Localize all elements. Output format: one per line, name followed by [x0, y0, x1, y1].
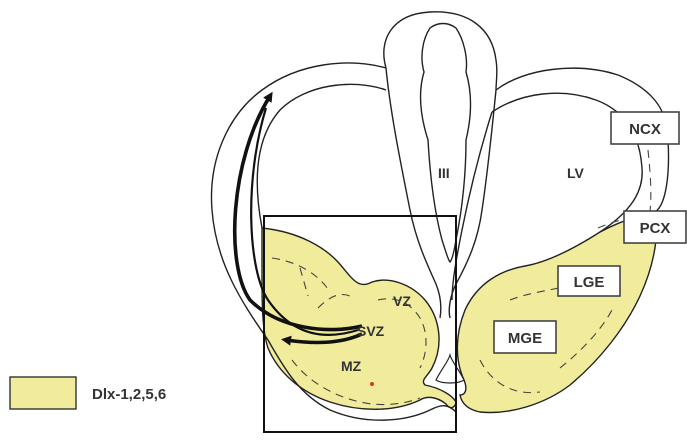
lge-label: LGE: [574, 274, 605, 291]
third-ventricle-label: III: [438, 165, 450, 181]
vz-label: VZ: [393, 293, 411, 309]
legend-label: Dlx-1,2,5,6: [92, 386, 166, 403]
pcx-label-box: PCX: [624, 211, 686, 243]
left-ganglionic-eminence-region: [262, 228, 456, 409]
legend: Dlx-1,2,5,6: [10, 377, 166, 409]
legend-swatch: [10, 377, 76, 409]
mge-label: MGE: [508, 330, 542, 347]
mz-label: MZ: [341, 358, 362, 374]
ncx-label-box: NCX: [611, 112, 679, 144]
ncx-label: NCX: [629, 121, 661, 138]
pcx-label: PCX: [640, 220, 671, 237]
left-ventricle-wall: [257, 84, 386, 228]
svz-label: SVZ: [357, 323, 385, 339]
lge-label-box: LGE: [558, 266, 620, 296]
red-dot-marker: [370, 382, 374, 386]
lv-label: LV: [567, 165, 585, 181]
mge-label-box: MGE: [494, 321, 556, 353]
